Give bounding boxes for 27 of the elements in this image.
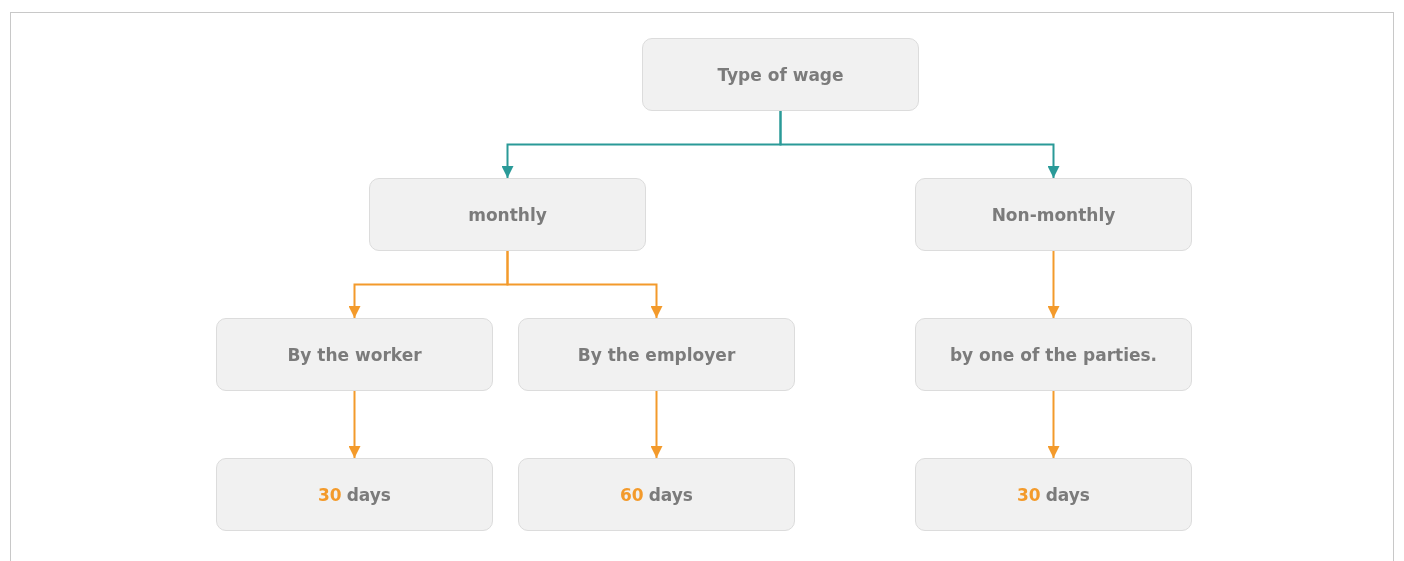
process-box — [216, 318, 493, 391]
arrow — [650, 390, 663, 459]
node-label: days — [1045, 484, 1090, 505]
arrow — [1047, 390, 1060, 459]
process-box — [216, 458, 493, 531]
process-box — [518, 318, 795, 391]
process-box — [915, 318, 1192, 391]
day-count: 30 — [318, 484, 342, 505]
node-label: Non-monthly — [991, 204, 1116, 225]
node-label: days — [648, 484, 693, 505]
process-box — [915, 458, 1192, 531]
process-box — [518, 458, 795, 531]
node-label: monthly — [468, 204, 547, 225]
node-label: Type of wage — [717, 64, 844, 85]
node-label: By the worker — [287, 344, 422, 365]
day-count: 60 — [620, 484, 644, 505]
arrow — [1047, 250, 1060, 319]
process-box — [369, 178, 646, 251]
node-label: days — [346, 484, 391, 505]
arrow — [779, 110, 1060, 179]
arrow — [348, 390, 361, 459]
node-label: by one of the parties. — [949, 344, 1158, 365]
node-label: By the employer — [577, 344, 736, 365]
process-box — [642, 38, 919, 111]
day-count: 30 — [1017, 484, 1041, 505]
process-box — [915, 178, 1192, 251]
arrow — [506, 250, 663, 319]
